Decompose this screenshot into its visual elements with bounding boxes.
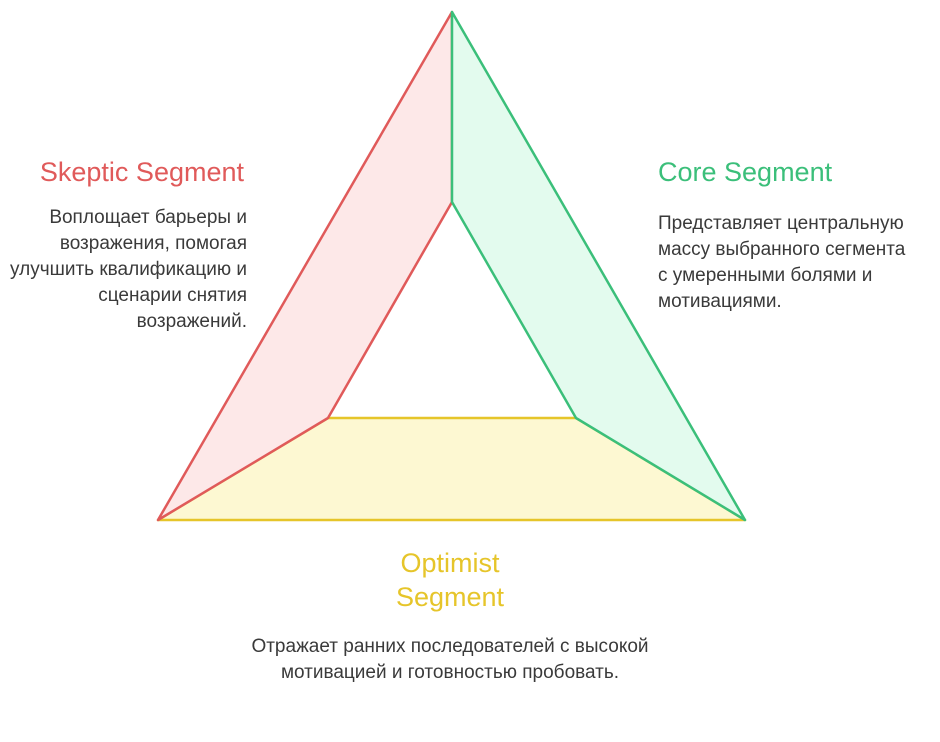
optimist-segment-description: Отражает ранних последователей с высокой… [251,636,649,683]
core-segment-shape [450,10,747,522]
core-segment-description: Представляет центральную массу выбранног… [658,213,906,312]
core-segment-title: Core Segment [658,157,833,187]
skeptic-segment-title: Skeptic Segment [39,157,244,187]
optimist-segment-title: Optimist Segment [395,548,505,612]
skeptic-segment-description: Воплощает барьеры и возражения, помогая … [10,207,247,332]
